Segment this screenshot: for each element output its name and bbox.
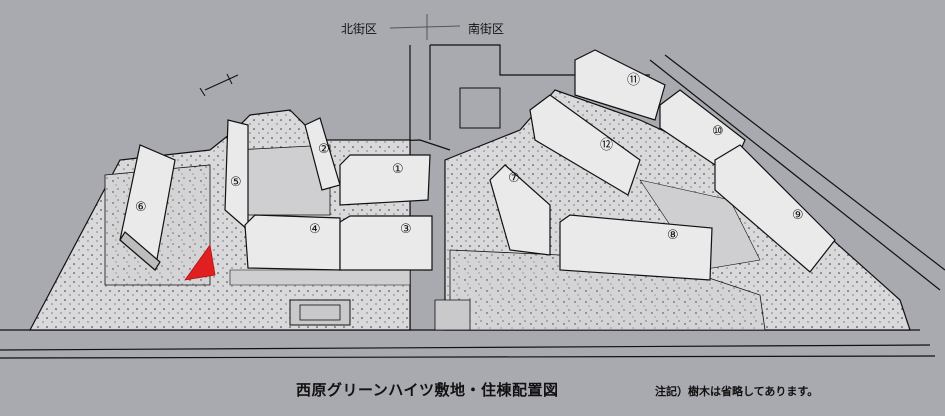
building-number-10: ⑩ — [712, 124, 724, 139]
building-4 — [244, 214, 341, 271]
building-number-1: ① — [392, 162, 404, 177]
building-number-7: ⑦ — [508, 171, 520, 186]
building-number-4: ④ — [309, 222, 321, 237]
building-9 — [714, 144, 836, 273]
viewpoint-marker — [184, 243, 216, 281]
building-number-3: ③ — [400, 222, 412, 237]
building-number-11: ⑪ — [627, 73, 641, 88]
building-8 — [559, 214, 713, 281]
building-number-9: ⑨ — [792, 208, 804, 223]
map-note: 注記）樹木は省略してあります。 — [655, 385, 819, 398]
north-arrow-icon — [199, 73, 239, 97]
building-number-8: ⑧ — [667, 228, 679, 243]
building-3 — [339, 215, 433, 271]
building-7 — [489, 164, 551, 256]
page-title: 西原グリーンハイツ敷地・住棟配置図 — [296, 381, 559, 399]
building-5 — [224, 119, 249, 232]
building-number-5: ⑤ — [230, 175, 242, 190]
building-12 — [529, 94, 641, 196]
building-number-2: ② — [318, 142, 330, 157]
south-district-label: 南街区 — [468, 22, 505, 36]
district-divider — [389, 14, 461, 40]
building-1 — [339, 154, 431, 206]
building-number-12: ⑫ — [600, 138, 614, 153]
building-6 — [119, 144, 176, 272]
north-district-label: 北街区 — [341, 22, 378, 36]
building-11 — [574, 49, 666, 121]
building-number-6: ⑥ — [135, 200, 147, 215]
